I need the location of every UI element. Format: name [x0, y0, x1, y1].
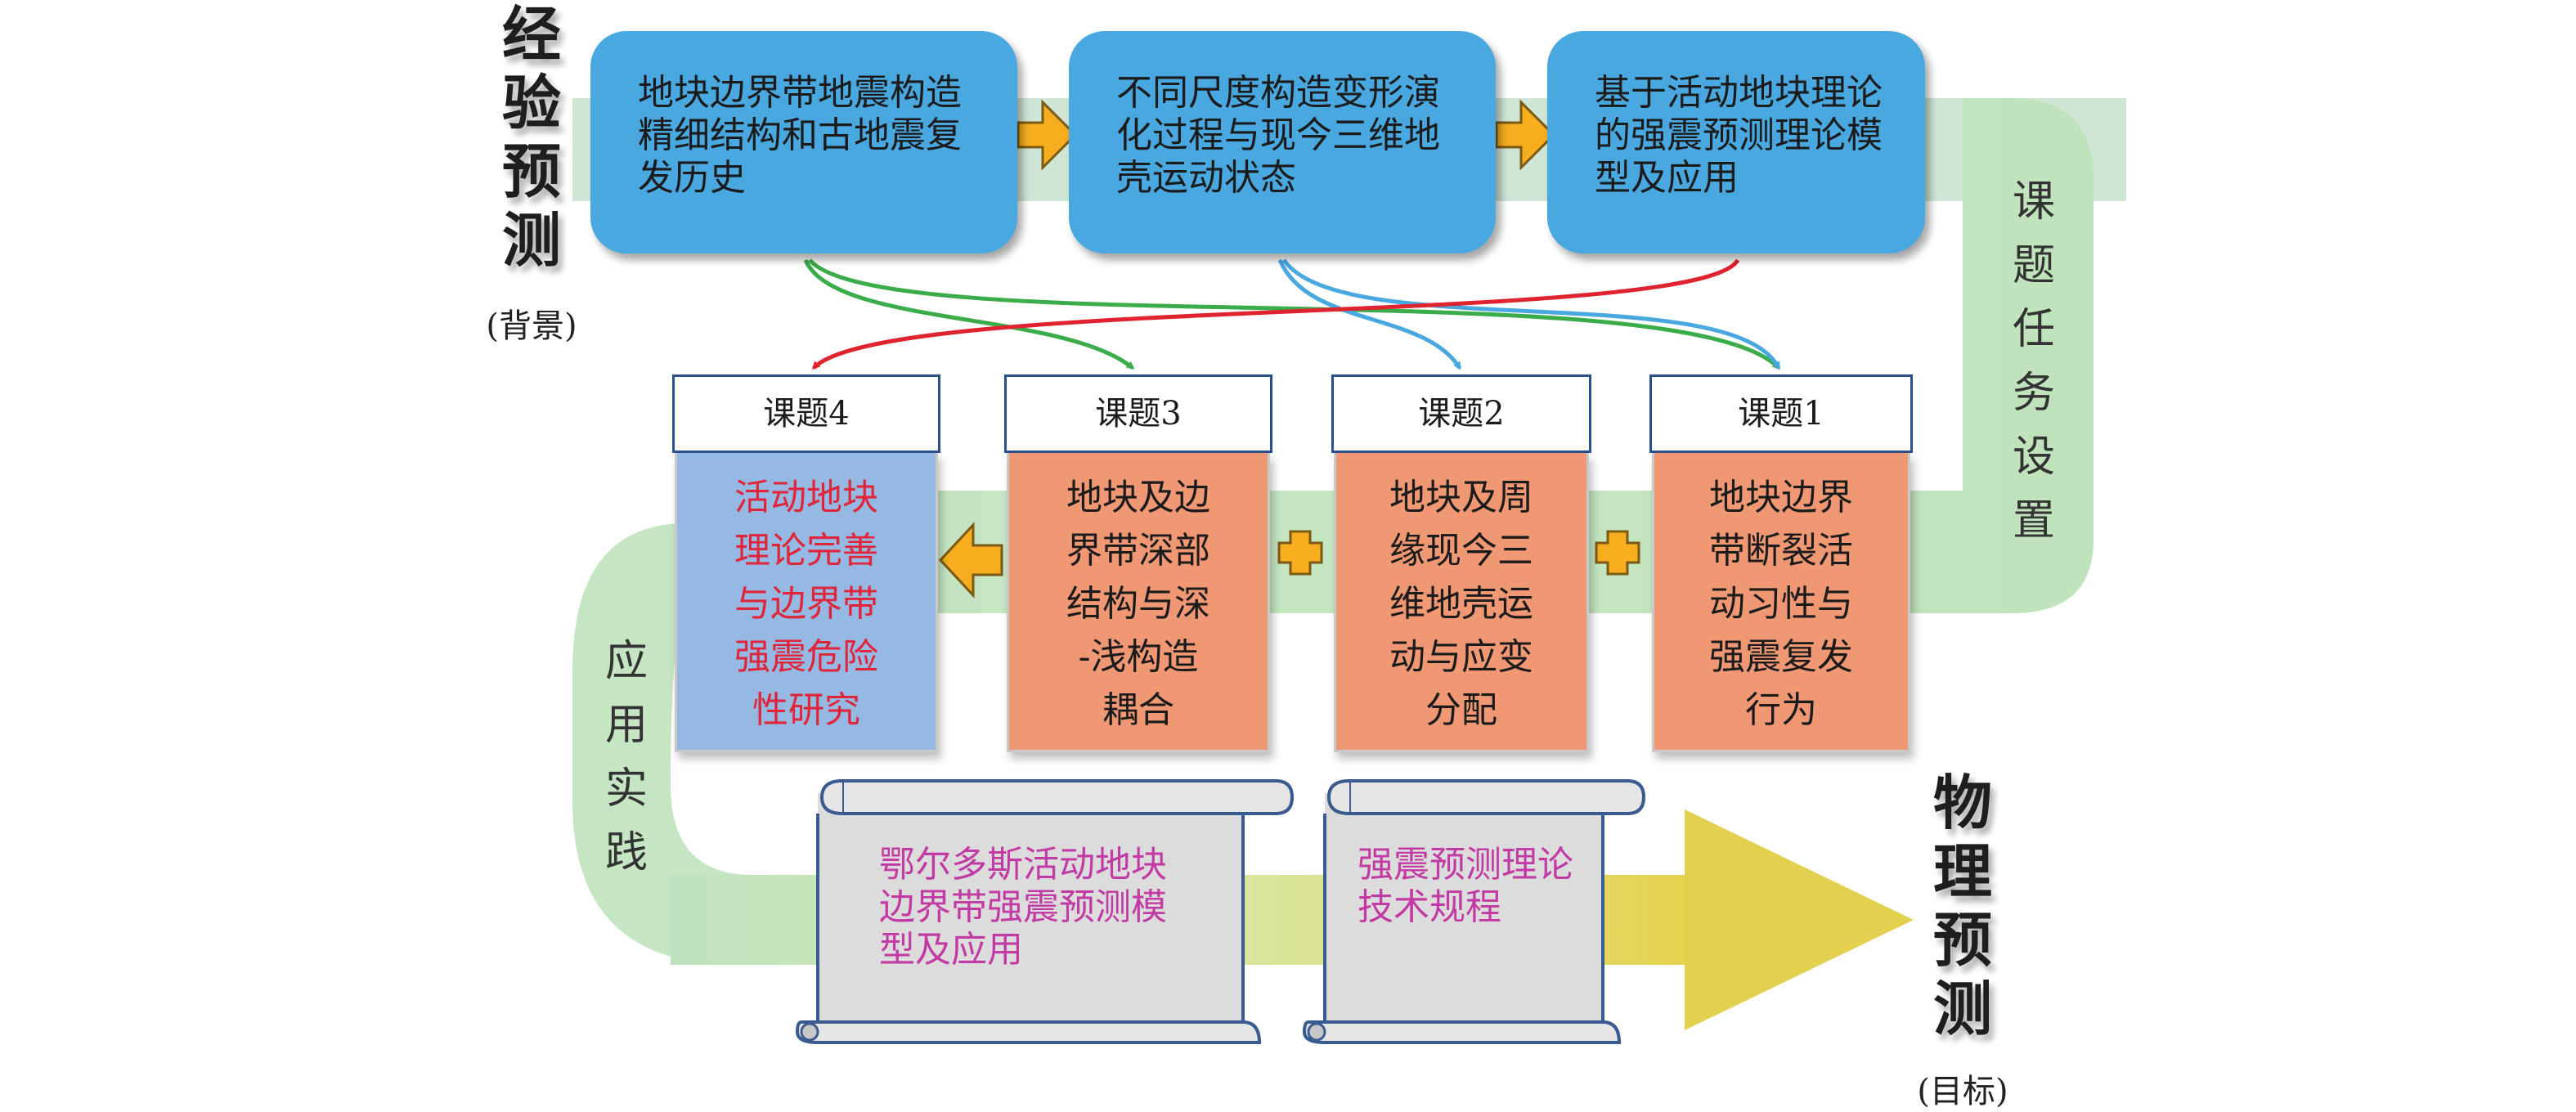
- curve-top1-to-project1: [808, 258, 1781, 370]
- output-2-text: 强震预测理论 技术规程: [1358, 844, 1573, 928]
- top-box-3: 基于活动地块理论的强震预测理论模型及应用: [1547, 31, 1925, 253]
- task-setting-label: 课 题 任 务 设 置: [2012, 177, 2055, 545]
- project-4-body: 活动地块 理论完善 与边界带 强震危险 性研究: [675, 453, 938, 752]
- project-1-body: 地块边界 带断裂活 动习性与 强震复发 行为: [1652, 453, 1910, 752]
- plus-icon-2: [1595, 530, 1640, 576]
- top-box-1: 地块边界带地震构造精细结构和古地震复发历史: [590, 31, 1017, 253]
- curve-top3-to-project4: [811, 258, 1740, 370]
- project-3-title: 课题3: [1004, 374, 1272, 453]
- arrow-right-2-icon: [1495, 99, 1556, 171]
- arrow-right-1-icon: [1016, 99, 1078, 171]
- project-2-body: 地块及周 缘现今三 维地壳运 动与应变 分配: [1334, 453, 1589, 752]
- project-1-title: 课题1: [1649, 374, 1913, 453]
- physical-prediction-label: 物 理 预 测: [1932, 768, 1992, 1043]
- output-1-text: 鄂尔多斯活动地块 边界带强震预测模 型及应用: [879, 844, 1167, 971]
- project-3-body: 地块及边 界带深部 结构与深 -浅构造 耦合: [1007, 453, 1270, 752]
- application-label: 应 用 实 践: [604, 637, 648, 877]
- scroll-output-1: [795, 779, 1295, 1044]
- empirical-prediction-label: 经 验 预 测: [501, 0, 561, 275]
- project-4-title: 课题4: [672, 374, 940, 453]
- target-arrow-head: [1685, 809, 1914, 1030]
- curve-top2-to-project2: [1277, 259, 1462, 370]
- curve-top2-to-project1: [1281, 258, 1781, 370]
- arrow-left-icon: [938, 522, 1003, 599]
- plus-icon-1: [1277, 530, 1323, 576]
- project-2-title: 课题2: [1331, 374, 1591, 453]
- top-box-2: 不同尺度构造变形演化过程与现今三维地壳运动状态: [1069, 31, 1496, 253]
- curve-top1-to-project3: [803, 258, 1135, 370]
- scroll-output-2: [1302, 779, 1646, 1044]
- target-sublabel: (目标): [1917, 1073, 2008, 1110]
- background-sublabel: (背景): [486, 307, 577, 345]
